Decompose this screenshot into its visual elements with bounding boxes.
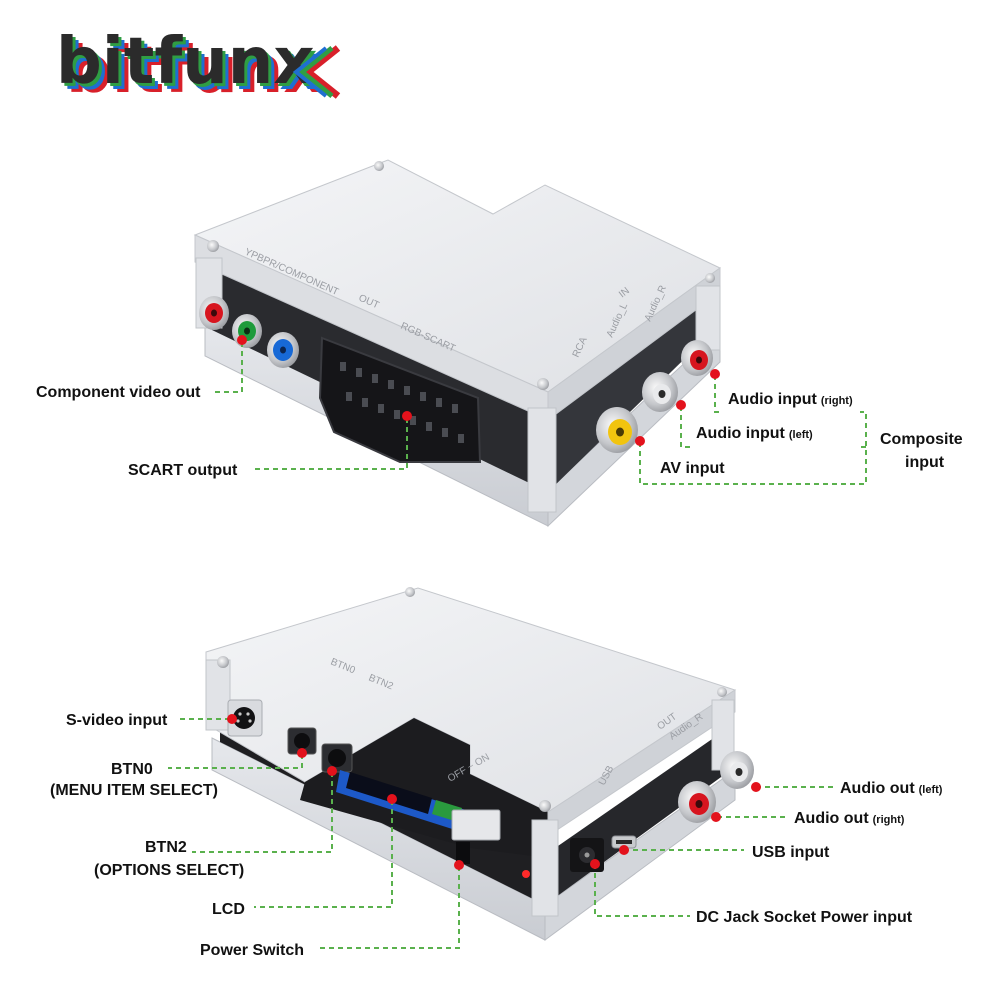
label-lcd: LCD [212, 901, 245, 918]
screw-icon [705, 273, 715, 283]
device-bottom: BTN0 BTN2 OFF ~ ON USB OUT Audio_R [205, 587, 754, 941]
logo-chevron-icon [292, 45, 341, 99]
label-btn0-line2: (MENU ITEM SELECT) [50, 782, 218, 799]
screw-icon [217, 656, 229, 668]
logo-shadow-blue: bitfunx [62, 31, 321, 105]
s-video-port [227, 699, 263, 737]
label-composite-input-line1: Composite [880, 431, 963, 448]
leader-audio-input-left [680, 406, 690, 448]
label-usb-input: USB input [752, 844, 830, 861]
label-composite-input-line2: input [905, 454, 945, 471]
label-btn0-line1: BTN0 [111, 761, 153, 778]
marker-dot [327, 766, 337, 776]
marker-dot [227, 714, 237, 724]
status-led-icon [522, 870, 530, 878]
label-av-input: AV input [660, 460, 725, 477]
leader-lcd [254, 800, 393, 908]
leader-av-input [639, 411, 867, 485]
audio-out-rca-jacks [678, 751, 754, 823]
marker-dot [635, 436, 645, 446]
label-audio-input-left: Audio input(left) [696, 425, 813, 442]
marker-dots [227, 335, 761, 870]
label-component-video-out: Component video out [36, 384, 201, 401]
input-rca-jacks [596, 340, 713, 453]
leader-btn0 [168, 754, 303, 769]
label-audio-out-left: Audio out(left) [840, 780, 943, 797]
scart-connector [318, 336, 482, 463]
label-audio-out-right: Audio out(right) [794, 810, 905, 827]
label-btn2-line2: (OPTIONS SELECT) [94, 862, 244, 879]
marker-dot [751, 782, 761, 792]
label-audio-input-right: Audio input(right) [728, 391, 853, 408]
logo-shadow-red: bitfunx [66, 34, 325, 108]
marker-dot [402, 411, 412, 421]
screw-icon [405, 587, 415, 597]
marker-dot [619, 845, 629, 855]
screw-icon [207, 240, 219, 252]
marker-dot [387, 794, 397, 804]
label-s-video-input: S-video input [66, 712, 168, 729]
marker-dot [590, 859, 600, 869]
callout-labels-bottom: S-video input BTN0 (MENU ITEM SELECT) BT… [50, 712, 943, 959]
marker-dot [676, 400, 686, 410]
leader-audio-input-right [714, 375, 722, 413]
leader-scart-output [252, 418, 408, 470]
screw-icon [539, 800, 551, 812]
brand-logo: bitfunx bitfunx bitfunx bitfunx [56, 25, 341, 108]
marker-dot [297, 748, 307, 758]
label-scart-output: SCART output [128, 462, 238, 479]
marker-dot [710, 369, 720, 379]
button-btn2 [321, 743, 353, 773]
screw-icon [537, 378, 549, 390]
callout-labels-top: Component video out SCART output Audio i… [36, 384, 963, 479]
leader-component-video-out [214, 342, 243, 393]
component-rca-jacks [199, 296, 299, 368]
marker-dot [237, 335, 247, 345]
leader-lines [168, 342, 867, 949]
leader-btn2 [192, 772, 333, 853]
logo-wordmark: bitfunx [56, 25, 315, 99]
label-btn2-line1: BTN2 [145, 839, 187, 856]
leader-power-switch [320, 866, 460, 949]
marker-dot [454, 860, 464, 870]
device-top: YPBPR/COMPONENT OUT RGB-SCART IN RCA Aud… [193, 159, 721, 528]
power-switch [451, 809, 501, 864]
screw-icon [374, 161, 384, 171]
logo-shadow-green: bitfunx [59, 28, 318, 102]
marker-dot [711, 812, 721, 822]
screw-icon [717, 687, 727, 697]
label-power-switch: Power Switch [200, 942, 304, 959]
label-dc-jack: DC Jack Socket Power input [696, 909, 913, 926]
